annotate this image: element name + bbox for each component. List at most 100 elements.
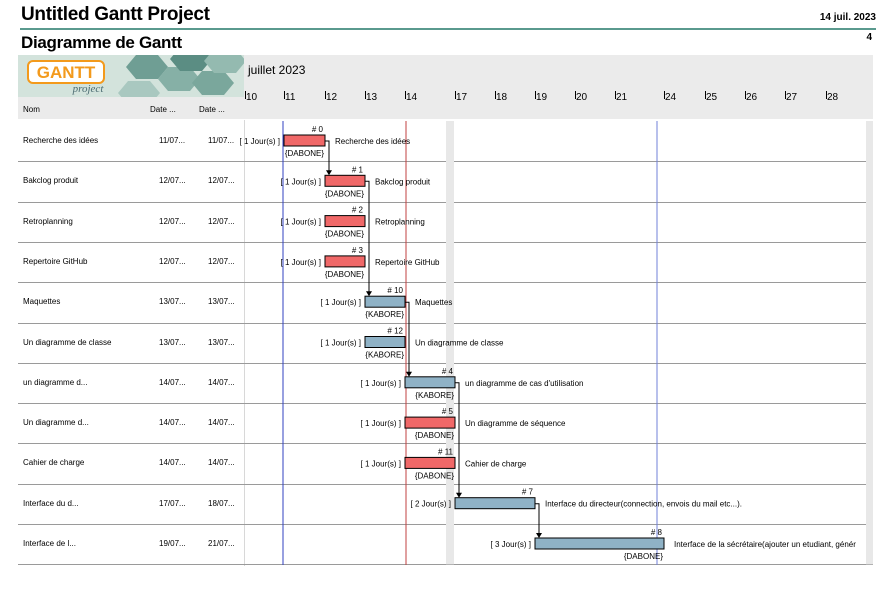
task-end-date[interactable]: 14/07... <box>208 377 235 387</box>
task-id-label: # 12 <box>387 327 403 336</box>
task-name[interactable]: Recherche des idées <box>23 136 99 145</box>
task-resource-label: {DABONE} <box>415 431 454 440</box>
timeline-day-18: 18 <box>496 92 508 103</box>
timeline-tick-mark <box>745 91 746 99</box>
row-divider <box>18 524 873 525</box>
column-header-name[interactable]: Nom <box>23 105 40 114</box>
weekend-column <box>866 121 873 565</box>
task-start-date[interactable]: 14/07... <box>159 418 186 428</box>
task-end-date[interactable]: 14/07... <box>208 418 235 428</box>
timeline-tick-mark <box>365 91 366 99</box>
task-end-date[interactable]: 13/07... <box>208 297 235 307</box>
timeline-tick-mark <box>705 91 706 99</box>
task-resource-label: {DABONE} <box>325 189 364 198</box>
task-end-date[interactable]: 13/07... <box>208 337 235 347</box>
task-id-label: # 3 <box>352 246 364 255</box>
task-name[interactable]: Cahier de charge <box>23 458 85 468</box>
header-rule <box>20 28 876 30</box>
task-name[interactable]: Un diagramme d... <box>23 418 89 428</box>
task-bar[interactable] <box>454 497 536 510</box>
dependency-arrow <box>535 503 540 534</box>
column-header-end-date[interactable]: Date ... <box>199 105 225 114</box>
task-start-date[interactable]: 13/07... <box>159 337 186 347</box>
task-bar[interactable] <box>404 456 456 469</box>
task-bar[interactable] <box>404 376 456 389</box>
task-name[interactable]: un diagramme d... <box>23 377 88 387</box>
task-name[interactable]: Maquettes <box>23 297 61 307</box>
task-name[interactable]: Bakclog produit <box>23 176 79 186</box>
timeline-day-11: 11 <box>285 92 296 103</box>
task-bar[interactable] <box>283 134 326 147</box>
timeline-tick-mark <box>575 91 576 99</box>
task-bar-label: Maquettes <box>415 298 452 307</box>
task-end-date[interactable]: 14/07... <box>208 458 235 468</box>
row-divider <box>18 242 873 243</box>
task-bar[interactable] <box>364 336 406 348</box>
task-start-date[interactable]: 19/07... <box>159 539 186 548</box>
timeline-day-10: 10 <box>246 92 258 103</box>
task-duration-label: [ 2 Jour(s) ] <box>411 500 451 509</box>
timeline-day-26: 26 <box>746 92 758 103</box>
task-end-date[interactable]: 18/07... <box>208 498 235 508</box>
task-start-date[interactable]: 14/07... <box>159 458 186 468</box>
task-name[interactable]: Repertoire GitHub <box>23 256 88 266</box>
task-bar-label: Interface du directeur(connection, envoi… <box>545 500 742 509</box>
task-start-date[interactable]: 11/07... <box>159 136 186 145</box>
task-start-date[interactable]: 12/07... <box>159 256 186 266</box>
task-bar[interactable] <box>364 295 406 308</box>
task-bar[interactable] <box>324 215 366 228</box>
logo-subtext: project <box>72 83 105 95</box>
task-id-label: # 8 <box>651 528 663 537</box>
task-name[interactable]: Interface du d... <box>23 498 79 508</box>
page-number: 4 <box>866 32 872 43</box>
dependency-arrowhead <box>406 371 412 377</box>
timeline-month: juillet 2023 <box>248 63 306 77</box>
timeline-day-13: 13 <box>366 92 378 103</box>
task-bar[interactable] <box>534 537 665 550</box>
row-divider <box>18 202 873 203</box>
dependency-arrowhead <box>326 170 332 176</box>
task-start-date[interactable]: 17/07... <box>159 498 186 508</box>
task-end-date[interactable]: 12/07... <box>208 256 235 266</box>
task-start-date[interactable]: 12/07... <box>159 176 186 186</box>
task-start-date[interactable]: 13/07... <box>159 297 186 307</box>
task-name[interactable]: Interface de l... <box>23 539 76 548</box>
task-end-date[interactable]: 21/07... <box>208 539 235 548</box>
task-name[interactable]: Retroplanning <box>23 216 73 226</box>
task-bar-label: Cahier de charge <box>465 459 527 468</box>
page-heading: Diagramme de Gantt <box>21 33 182 52</box>
task-end-date[interactable]: 11/07... <box>208 136 235 145</box>
ganttproject-logo: GANTT project <box>18 55 244 97</box>
task-resource-label: {DABONE} <box>285 149 324 158</box>
timeline-tick-mark <box>245 91 246 99</box>
task-resource-label: {DABONE} <box>624 552 663 561</box>
task-duration-label: [ 1 Jour(s) ] <box>361 419 401 428</box>
task-bar-label: Bakclog produit <box>375 177 431 186</box>
task-bar[interactable] <box>324 255 366 268</box>
task-duration-label: [ 1 Jour(s) ] <box>281 177 321 186</box>
task-duration-label: [ 1 Jour(s) ] <box>321 339 361 348</box>
task-start-date[interactable]: 12/07... <box>159 216 186 226</box>
task-bar[interactable] <box>404 416 456 429</box>
task-bar-label: Recherche des idées <box>335 137 410 146</box>
task-start-date[interactable]: 14/07... <box>159 377 186 387</box>
timeline-day-20: 20 <box>576 92 588 103</box>
task-end-date[interactable]: 12/07... <box>208 176 235 186</box>
task-id-label: # 11 <box>438 447 454 456</box>
row-divider <box>18 282 873 283</box>
row-divider <box>18 564 873 565</box>
task-bar[interactable] <box>324 174 366 187</box>
dependency-arrowhead <box>366 291 372 297</box>
row-divider <box>18 323 873 324</box>
task-name[interactable]: Un diagramme de classe <box>23 337 112 347</box>
task-bar-label: Un diagramme de classe <box>415 339 504 348</box>
dependency-arrowhead <box>536 533 542 538</box>
task-id-label: # 0 <box>312 125 324 134</box>
task-end-date[interactable]: 12/07... <box>208 216 235 226</box>
task-id-label: # 7 <box>522 488 534 497</box>
dependency-arrow <box>455 382 460 494</box>
task-resource-label: {KABORE} <box>415 391 454 400</box>
timeline-day-12: 12 <box>326 92 338 103</box>
task-bar-label: un diagramme de cas d'utilisation <box>465 379 583 388</box>
column-header-start-date[interactable]: Date ... <box>150 105 176 114</box>
